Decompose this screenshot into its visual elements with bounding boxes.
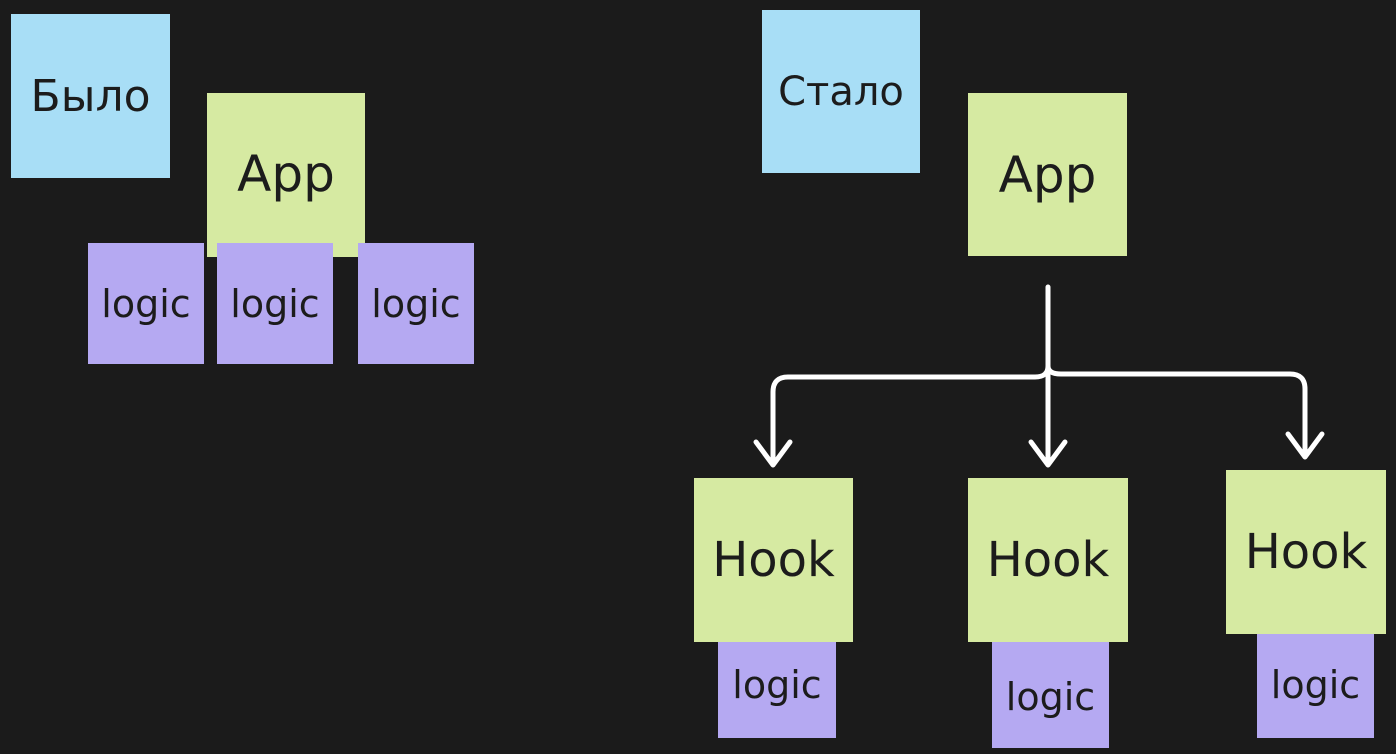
before-logic-note-1[interactable]: logic: [88, 243, 204, 364]
before-app-note[interactable]: App: [207, 93, 365, 257]
arrow-head-2: [1028, 439, 1068, 468]
hook-3-note[interactable]: Hook: [1226, 470, 1386, 634]
before-logic-note-3[interactable]: logic: [358, 243, 474, 364]
arrow-to-hook-1: [770, 363, 1051, 466]
before-label-note[interactable]: Было: [11, 14, 170, 178]
arrow-to-hook-3: [1045, 363, 1308, 459]
arrow-head-3: [1285, 431, 1325, 460]
after-app-note[interactable]: App: [968, 93, 1127, 256]
hook-3-logic-note[interactable]: logic: [1257, 618, 1374, 738]
hook-2-note[interactable]: Hook: [968, 478, 1128, 642]
before-logic-note-2[interactable]: logic: [217, 243, 333, 364]
after-label-note[interactable]: Стало: [762, 10, 920, 173]
hook-2-logic-note[interactable]: logic: [992, 628, 1109, 748]
hook-1-note[interactable]: Hook: [694, 478, 853, 642]
arrow-head-1: [753, 439, 793, 468]
